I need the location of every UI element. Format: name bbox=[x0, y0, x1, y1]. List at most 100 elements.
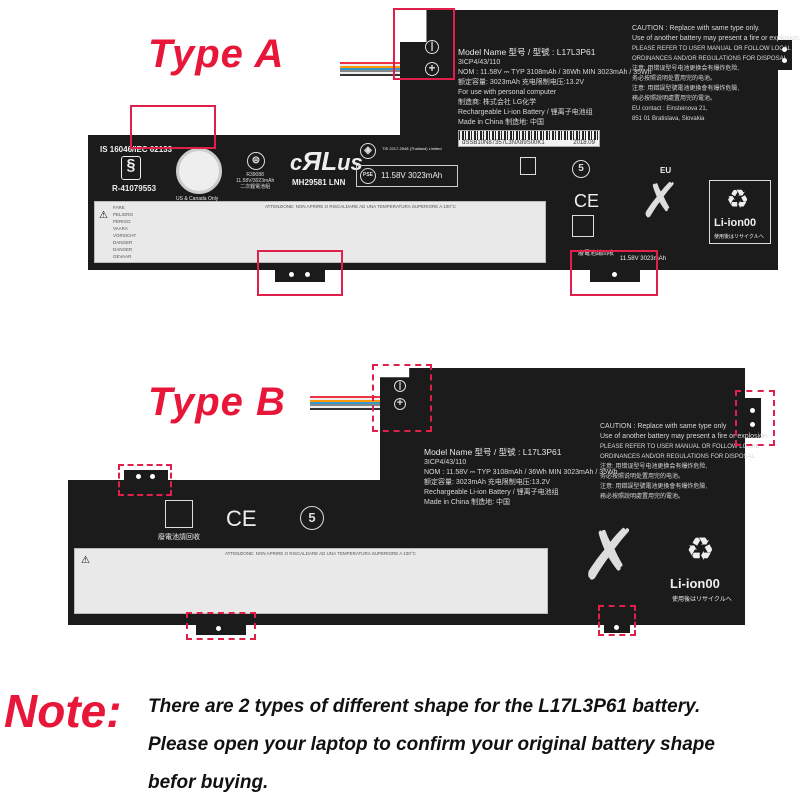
caution-line: Use of another battery may present a fir… bbox=[600, 433, 767, 440]
note-line: befor buying. bbox=[148, 772, 269, 793]
capacity-text: 11.58V 3023mAh bbox=[620, 256, 666, 262]
li-ion-caption: 使用後はリサイクルへ bbox=[714, 234, 764, 240]
connector-cable bbox=[340, 62, 400, 76]
plus-terminal-icon: + bbox=[425, 62, 439, 76]
rbrc-caption: US & Canada Only bbox=[176, 196, 219, 202]
barcode-date: 2018.09 bbox=[573, 140, 595, 146]
tis-icon: ◈ bbox=[360, 143, 376, 159]
li-ion-recycle-box: ♻ Li-ion00 使用後はリサイクルへ bbox=[709, 180, 771, 244]
caution-line: PLEASE REFER TO USER MANUAL OR FOLLOW LO… bbox=[632, 46, 791, 52]
highlight-box bbox=[393, 8, 455, 80]
warning-head: PELIGRO bbox=[113, 212, 134, 217]
caution-line: 851 01 Bratislava, Slovakia bbox=[632, 116, 705, 122]
warning-head: VAARA bbox=[113, 226, 128, 231]
highlight-box bbox=[257, 250, 343, 296]
li-ion-label: Li-ion00 bbox=[714, 217, 757, 229]
warning-head: FARE bbox=[113, 205, 125, 210]
rated-spec: 额定容量: 3023mAh 充电限制电压:13.2V bbox=[458, 79, 585, 86]
recycle-caption: 廢電池請回收 bbox=[158, 534, 200, 541]
kc-mark-icon bbox=[520, 157, 536, 175]
mount-tab bbox=[275, 268, 325, 282]
caution-line: 务必按照说明处置用完的电池。 bbox=[600, 474, 685, 480]
cell-spec: 3ICP4/43/110 bbox=[424, 459, 467, 466]
highlight-box bbox=[735, 390, 775, 446]
barcode: dSSB10N87357L3NX89S00K1 2018.09 bbox=[458, 130, 600, 147]
model-name: Model Name 型号 / 型號 : L17L3P61 bbox=[424, 447, 562, 457]
mount-tab bbox=[590, 268, 640, 282]
pse-text: 11.58V 3023mAh bbox=[381, 171, 443, 180]
highlight-box bbox=[186, 612, 256, 640]
use-text: For use with personal computer bbox=[458, 89, 557, 96]
crossed-bin-icon: ✗ bbox=[640, 175, 681, 228]
caution-line: 注意: 用错误型号电池更换会有爆炸危险, bbox=[600, 464, 708, 470]
pse-box: PSE 11.58V 3023mAh bbox=[356, 165, 458, 187]
eu-label: EU bbox=[660, 166, 672, 175]
warning-triangle-icon: ⚠ bbox=[99, 210, 108, 221]
battery-upper-section bbox=[400, 10, 778, 138]
note-line: There are 2 types of different shape for… bbox=[148, 696, 701, 717]
ul-text: MH29581 LNN bbox=[292, 178, 346, 187]
warning-mid: ATTENZIONE: NON APRIRE O RISCALDARE AD U… bbox=[265, 204, 456, 209]
bsmi-line: 二次鋰電池組 bbox=[240, 184, 271, 190]
tis-text: TIS 2217-2548 (Thailand) Limited bbox=[382, 146, 442, 151]
minus-terminal-icon: | bbox=[394, 380, 406, 392]
caution-line: PLEASE REFER TO USER MANUAL OR FOLLOW LO… bbox=[600, 444, 759, 450]
bsmi-line: 11.58V/3023mAh bbox=[236, 178, 275, 184]
caution-line: EU contact : Einsteinova 21, bbox=[632, 106, 708, 112]
mount-tab bbox=[196, 623, 246, 635]
spec-label-a: Model Name 型号 / 型號 : L17L3P61 3ICP4/43/1… bbox=[458, 46, 652, 128]
crossed-bin-icon: ✗ bbox=[580, 516, 639, 594]
highlight-box bbox=[598, 605, 636, 636]
li-ion-caption: 使用後はリサイクルへ bbox=[672, 597, 732, 603]
battery-type-text: Rechargeable Li-ion Battery / 锂离子电池组 bbox=[458, 109, 593, 116]
recycle-box-icon bbox=[572, 215, 594, 237]
bsmi-text: R39088 11.58V/3023mAh 二次鋰電池組 bbox=[236, 172, 274, 190]
barcode-text: dSSB10N87357L3NX89S00K1 bbox=[462, 140, 545, 146]
mount-tab bbox=[604, 623, 630, 633]
spec-label-b: Model Name 型号 / 型號 : L17L3P61 3ICP4/43/1… bbox=[424, 446, 618, 508]
caution-text-b: CAUTION : Replace with same type only Us… bbox=[600, 422, 767, 502]
battery-upper-section bbox=[380, 368, 745, 483]
recycle-icon: ♻ bbox=[726, 184, 750, 214]
caution-line: 注意: 用錯誤型號電池更換會有爆炸危險, bbox=[632, 86, 740, 92]
recycle-box-icon bbox=[165, 500, 193, 528]
pse-icon: PSE bbox=[360, 168, 376, 184]
highlight-box bbox=[570, 250, 658, 296]
battery-type-text: Rechargeable Li-ion Battery / 锂离子电池组 bbox=[424, 489, 559, 496]
rated-spec: 额定容量: 3023mAh 充电限制电压:13.2V bbox=[424, 479, 551, 486]
caution-line: 務必按照說明處置用完的電池。 bbox=[600, 494, 685, 500]
plus-terminal-icon: + bbox=[394, 398, 406, 410]
model-name: Model Name 型号 / 型號 : L17L3P61 bbox=[458, 47, 596, 57]
ul-mark-icon: cЯLus bbox=[290, 146, 363, 176]
caution-line: ORDINANCES AND/OR REGULATIONS FOR DISPOS… bbox=[632, 56, 787, 62]
type-b-title: Type B bbox=[148, 380, 286, 424]
warning-heads: FARE PELIGRO PERIGO VAARA VORSICHT DANGE… bbox=[113, 204, 136, 260]
is-cert-text: IS 16046/IEC 62133 bbox=[100, 145, 173, 154]
bsmi-line: R39088 bbox=[246, 172, 264, 178]
caution-line: 注意: 用錯誤型號電池更換會有爆炸危險, bbox=[600, 484, 708, 490]
connector-cable bbox=[310, 396, 380, 410]
made-in-text: Made in China 制造地: 中国 bbox=[424, 499, 510, 506]
epup-5-icon: 5 bbox=[300, 506, 324, 530]
type-a-title: Type A bbox=[148, 32, 285, 76]
highlight-box bbox=[372, 364, 432, 432]
warning-label-b: ⚠ ATTENZIONE: NON APRIRE O RISCALDARE AD… bbox=[74, 548, 548, 614]
mount-tab bbox=[745, 398, 761, 438]
recycle-icon: ♻ bbox=[686, 531, 715, 567]
caution-line: Use of another battery may present a fir… bbox=[632, 35, 800, 42]
rbrc-seal-icon bbox=[176, 148, 222, 194]
cell-spec: 3ICP4/43/110 bbox=[458, 59, 501, 66]
r-number: R-41079553 bbox=[112, 184, 157, 193]
warning-head: VORSICHT bbox=[113, 233, 137, 238]
warning-head: DANGER bbox=[113, 240, 133, 245]
warning-label-a: ⚠ FARE PELIGRO PERIGO VAARA VORSICHT DAN… bbox=[94, 201, 546, 263]
epup-5-icon: 5 bbox=[572, 160, 590, 178]
warning-head: GEVAAR bbox=[113, 254, 132, 259]
made-in-text: Made in China 制造地: 中国 bbox=[458, 119, 544, 126]
maker-text: 制造商: 株式会社 LG化学 bbox=[458, 99, 537, 106]
warning-mid: ATTENZIONE: NON APRIRE O RISCALDARE AD U… bbox=[225, 551, 416, 556]
nominal-spec: NOM : 11.58V ⎓ TYP 3108mAh / 36Wh MIN 30… bbox=[424, 469, 618, 476]
note-label: Note: bbox=[4, 685, 122, 737]
li-ion-label: Li-ion00 bbox=[670, 576, 720, 591]
caution-line: ORDINANCES AND/OR REGULATIONS FOR DISPOS… bbox=[600, 454, 755, 460]
